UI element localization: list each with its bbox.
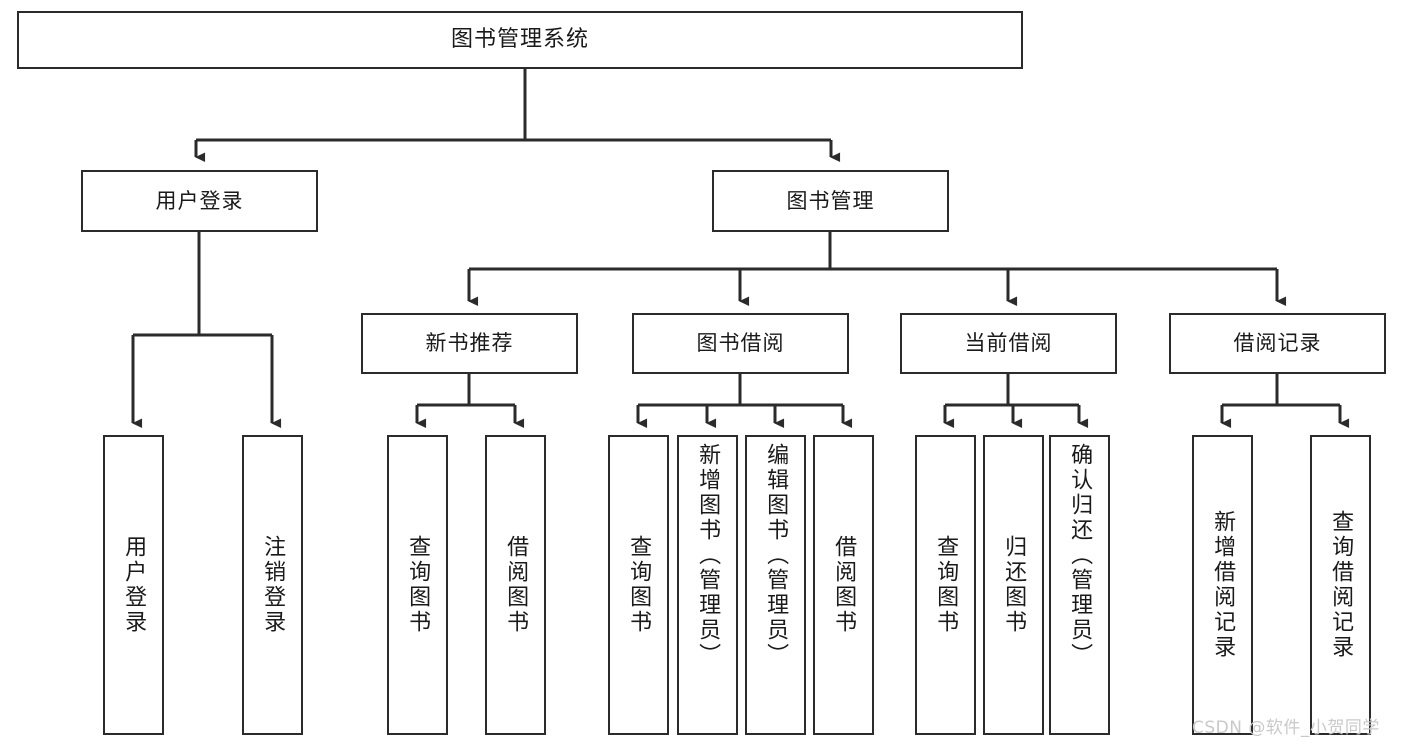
node-root-library-system[interactable]: 图书管理系统 bbox=[17, 11, 1023, 69]
node-label: 图书借阅 bbox=[696, 331, 785, 356]
leaf-user-login-login[interactable]: 用户登录 bbox=[103, 435, 164, 735]
node-book-borrow[interactable]: 图书借阅 bbox=[632, 313, 849, 374]
node-book-management[interactable]: 图书管理 bbox=[712, 170, 949, 232]
node-label: 查询借阅记录 bbox=[1328, 510, 1354, 660]
leaf-book-borrow-add-admin[interactable]: 新增图书（管理员） bbox=[677, 435, 738, 735]
node-new-book-recommend[interactable]: 新书推荐 bbox=[361, 313, 578, 374]
leaf-current-borrow-confirm-admin[interactable]: 确认归还（管理员） bbox=[1049, 435, 1110, 735]
node-label: 新增借阅记录 bbox=[1210, 510, 1236, 660]
leaf-new-book-query[interactable]: 查询图书 bbox=[387, 435, 448, 735]
leaf-borrow-record-add[interactable]: 新增借阅记录 bbox=[1192, 435, 1253, 735]
node-label: 查询图书 bbox=[933, 535, 959, 635]
leaf-borrow-record-query[interactable]: 查询借阅记录 bbox=[1310, 435, 1371, 735]
leaf-book-borrow-edit-admin[interactable]: 编辑图书（管理员） bbox=[745, 435, 806, 735]
node-label: 查询图书 bbox=[405, 535, 431, 635]
node-label: 图书管理 bbox=[786, 188, 875, 213]
node-label: 新增图书（管理员） bbox=[695, 443, 721, 668]
node-label: 借阅图书 bbox=[831, 535, 857, 635]
leaf-current-borrow-return[interactable]: 归还图书 bbox=[983, 435, 1044, 735]
leaf-current-borrow-query[interactable]: 查询图书 bbox=[915, 435, 976, 735]
leaf-book-borrow-borrow[interactable]: 借阅图书 bbox=[813, 435, 874, 735]
node-borrow-record[interactable]: 借阅记录 bbox=[1169, 313, 1386, 374]
node-label: 新书推荐 bbox=[425, 331, 514, 356]
leaf-user-login-logout[interactable]: 注销登录 bbox=[242, 435, 303, 735]
node-label: 查询图书 bbox=[626, 535, 652, 635]
node-label: 用户登录 bbox=[155, 188, 244, 213]
node-label: 用户登录 bbox=[121, 535, 147, 635]
node-label: 借阅记录 bbox=[1233, 331, 1322, 356]
node-label: 编辑图书（管理员） bbox=[763, 443, 789, 668]
node-label: 图书管理系统 bbox=[450, 27, 589, 53]
node-label: 确认归还（管理员） bbox=[1067, 443, 1093, 668]
node-label: 当前借阅 bbox=[964, 331, 1053, 356]
node-label: 归还图书 bbox=[1001, 535, 1027, 635]
node-label: 注销登录 bbox=[260, 535, 286, 635]
node-user-login[interactable]: 用户登录 bbox=[81, 170, 318, 232]
csdn-watermark: CSDN @软件_小贺同学 bbox=[1192, 718, 1380, 738]
leaf-book-borrow-query[interactable]: 查询图书 bbox=[608, 435, 669, 735]
node-current-borrow[interactable]: 当前借阅 bbox=[900, 313, 1117, 374]
leaf-new-book-borrow[interactable]: 借阅图书 bbox=[485, 435, 546, 735]
node-label: 借阅图书 bbox=[503, 535, 529, 635]
